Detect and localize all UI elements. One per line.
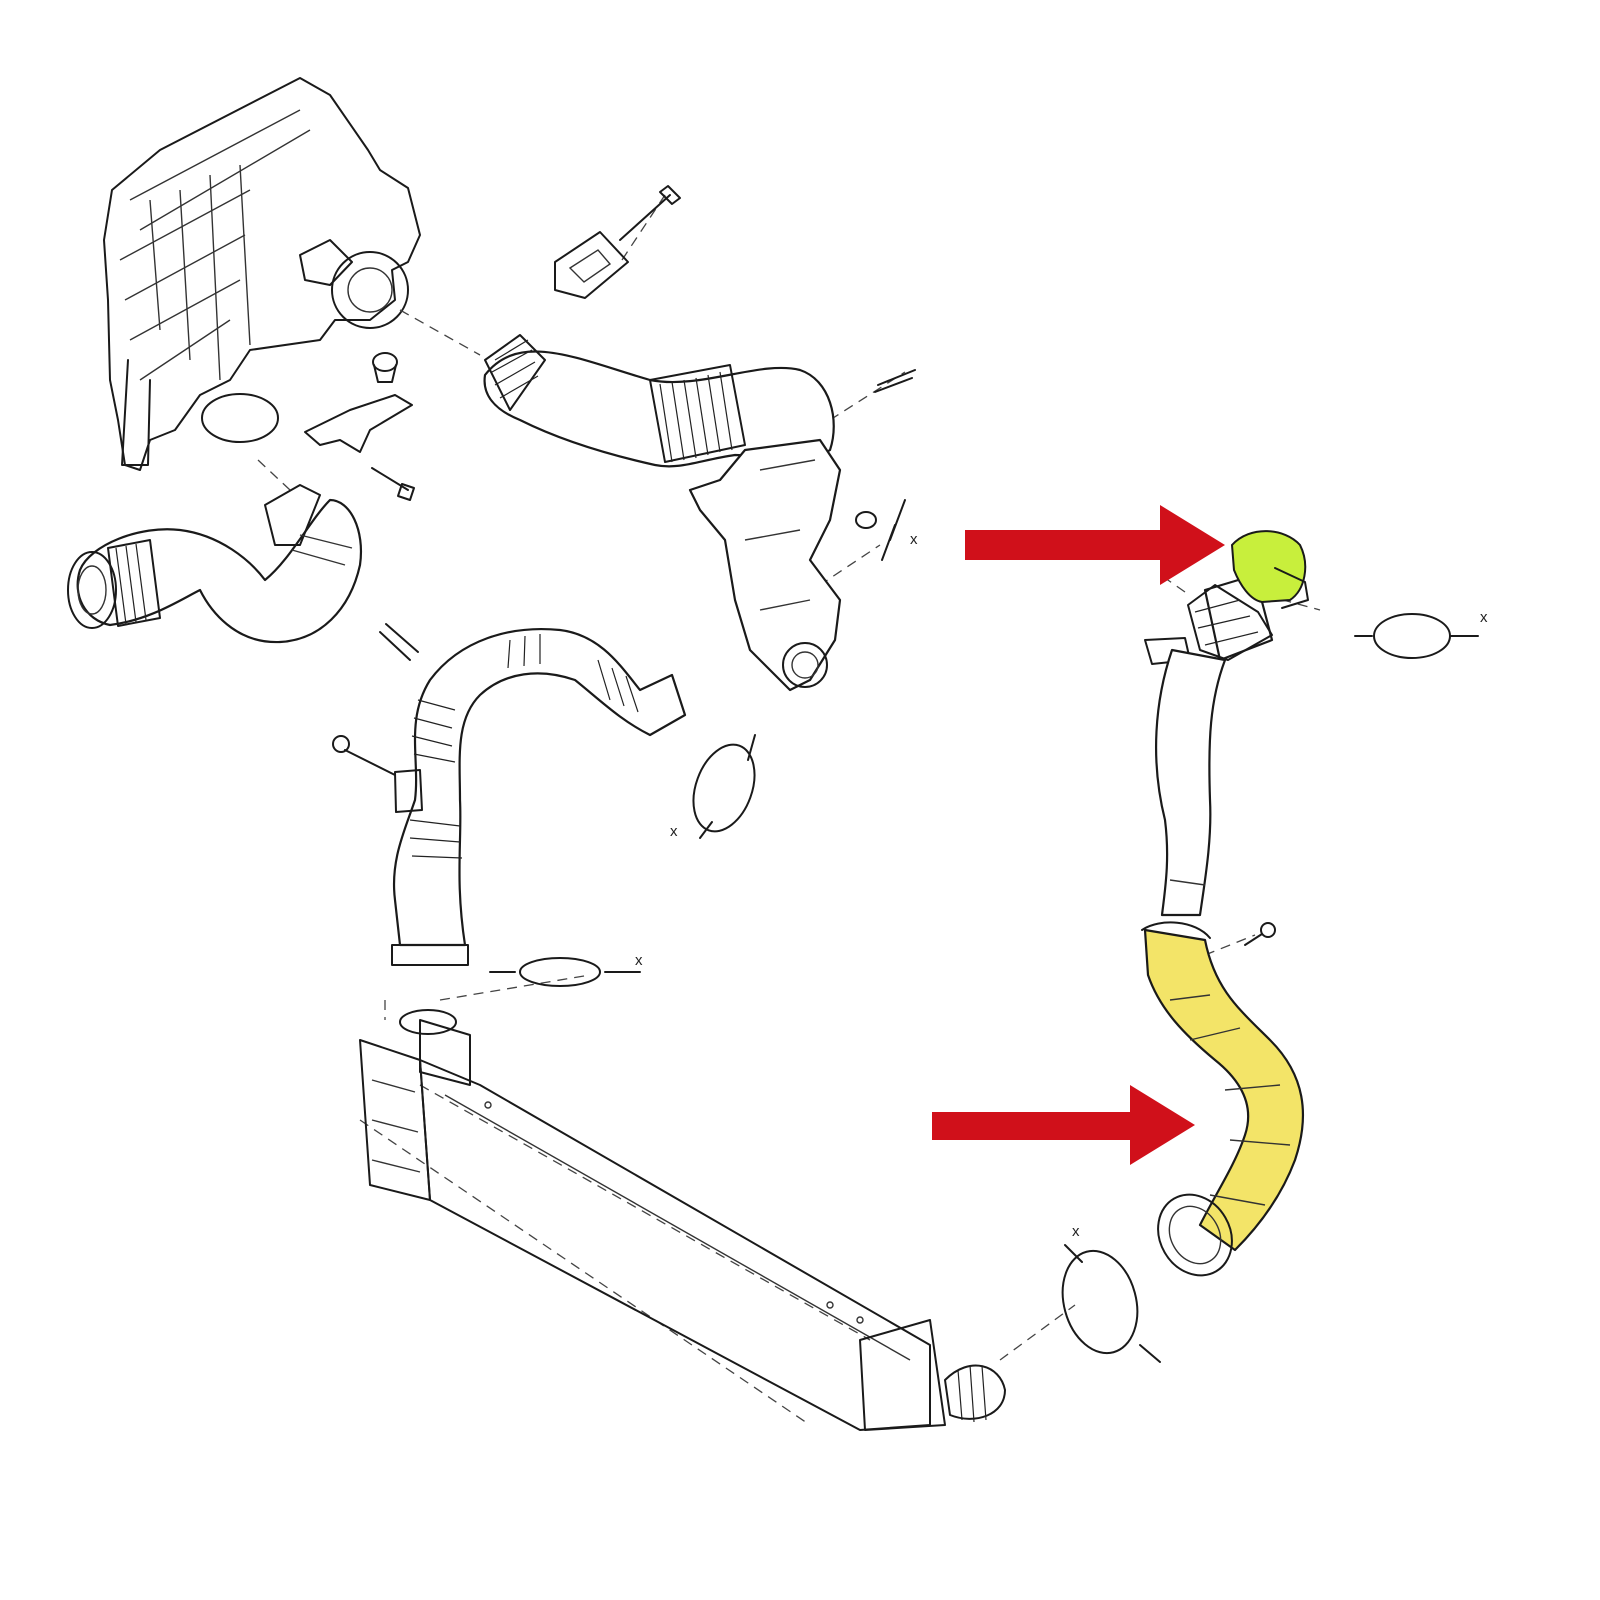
left-turbo-hose [67, 484, 363, 644]
leader-lines [257, 194, 1321, 1426]
dimension-label-x-4: x [1480, 609, 1488, 626]
upper-hose-highlight [1230, 530, 1307, 604]
dimension-label-x-3: x [635, 952, 643, 969]
dimension-label-x-2: x [670, 823, 678, 840]
lower-red-arrow [932, 1085, 1195, 1165]
lower-hose-highlight [1143, 928, 1305, 1252]
gaskets [519, 613, 1451, 1355]
dimension-label-x-5: x [1072, 1223, 1080, 1240]
hardware-fasteners [304, 185, 1276, 946]
upper-red-arrow [965, 505, 1225, 585]
upper-intake-hose [483, 334, 842, 692]
intercooler [359, 1009, 1006, 1431]
right-hose-assembly [1141, 530, 1309, 1277]
intake-manifold-assembly [103, 77, 421, 471]
dimension-markers: x x x x x [489, 499, 1488, 1363]
center-charge-hose [391, 628, 687, 966]
dimension-label-x-1: x [910, 531, 918, 548]
